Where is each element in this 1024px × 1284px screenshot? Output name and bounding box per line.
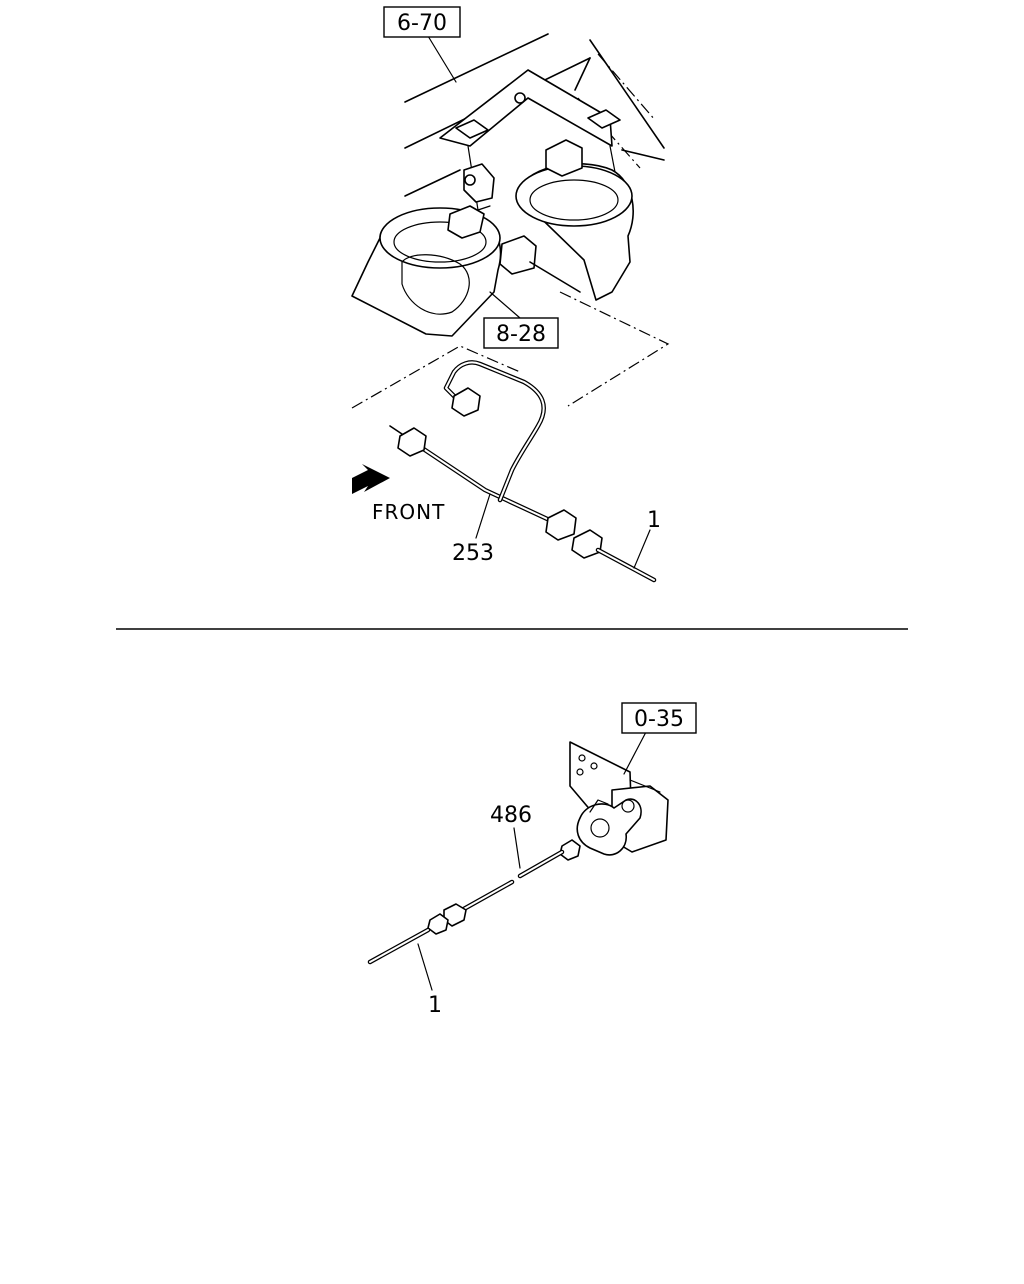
leader-0-35 — [623, 731, 647, 775]
connector-pair-bottom — [427, 903, 467, 935]
leader-253 — [475, 493, 491, 539]
ref-box-6-70[interactable]: 6-70 — [383, 6, 461, 38]
top-diagram: FRONT 6-70 8-28 253 1 — [351, 6, 670, 583]
front-direction-label: FRONT — [372, 500, 445, 524]
connector-pair — [545, 509, 603, 559]
main-harness-wire — [595, 547, 657, 583]
ref-label-0-35: 0-35 — [634, 707, 684, 732]
connector-horn-end — [397, 387, 481, 457]
horn-harness-wire — [389, 360, 561, 527]
main-harness-wire-bottom — [367, 927, 431, 965]
frame-rail — [404, 33, 665, 197]
bottom-diagram: 0-35 486 1 — [367, 702, 697, 1018]
horn-bracket — [439, 69, 621, 211]
front-direction-arrow — [352, 464, 390, 494]
part-number-486[interactable]: 486 — [490, 803, 532, 828]
horn-connector — [499, 235, 581, 293]
ref-label-6-70: 6-70 — [397, 11, 447, 36]
horn-right — [515, 139, 634, 301]
horn-left — [351, 205, 502, 337]
leader-6-70 — [427, 35, 457, 83]
ref-label-8-28: 8-28 — [496, 322, 546, 347]
switch-body — [576, 798, 642, 856]
leader-1-top — [633, 529, 651, 569]
leader-8-28 — [489, 291, 521, 319]
part-number-1-top[interactable]: 1 — [647, 508, 661, 533]
harness-outline — [351, 291, 670, 409]
leader-1-bottom — [417, 943, 433, 991]
switch-harness-wire — [459, 849, 565, 913]
ref-box-8-28[interactable]: 8-28 — [483, 317, 559, 349]
leader-486 — [513, 827, 521, 869]
part-number-253[interactable]: 253 — [452, 541, 494, 566]
ref-box-0-35[interactable]: 0-35 — [621, 702, 697, 734]
part-number-1-bottom[interactable]: 1 — [428, 993, 442, 1018]
